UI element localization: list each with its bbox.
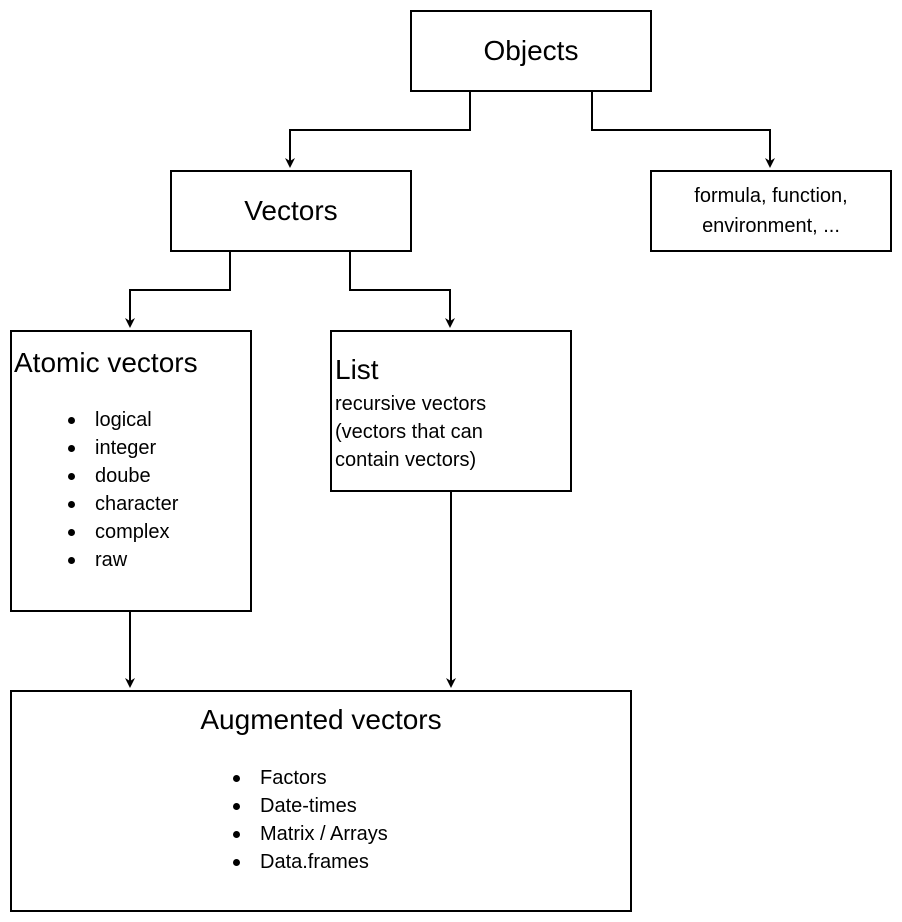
list-subtitle: recursive vectors (vectors that can cont… [335,393,487,471]
list-item: complex [65,518,178,546]
atomic-vectors-title: Atomic vectors [14,347,198,378]
list-item: raw [65,546,178,574]
list-item: doube [65,462,178,490]
list-title: List [335,354,379,385]
list-item: Matrix / Arrays [230,820,388,848]
edge-objects-to-vectors [285,92,471,168]
list-item: Date-times [230,792,388,820]
list-node: List recursive vectors (vectors that can… [330,330,572,492]
list-item: Factors [230,764,388,792]
vectors-title: Vectors [244,195,338,226]
augmented-vectors-title: Augmented vectors [200,704,442,735]
augmented-vectors-node: Augmented vectors Factors Date-times Mat… [10,690,632,912]
other-objects-line-2: environment, ... [702,215,840,237]
objects-node: Objects [410,10,652,92]
atomic-vectors-list: logical integer doube character complex … [65,406,178,574]
edge-vectors-to-list [349,252,455,328]
other-objects-line-1: formula, function, [694,185,848,207]
list-item: logical [65,406,178,434]
other-objects-node: formula, function, environment, ... [650,170,892,252]
edge-vectors-to-atomic [125,252,231,328]
vectors-node: Vectors [170,170,412,252]
edge-objects-to-other [591,92,775,168]
atomic-vectors-node: Atomic vectors logical integer doube cha… [10,330,252,612]
list-item: Data.frames [230,848,388,876]
list-item: character [65,490,178,518]
list-item: integer [65,434,178,462]
augmented-vectors-list: Factors Date-times Matrix / Arrays Data.… [230,764,388,876]
objects-title: Objects [483,35,579,66]
